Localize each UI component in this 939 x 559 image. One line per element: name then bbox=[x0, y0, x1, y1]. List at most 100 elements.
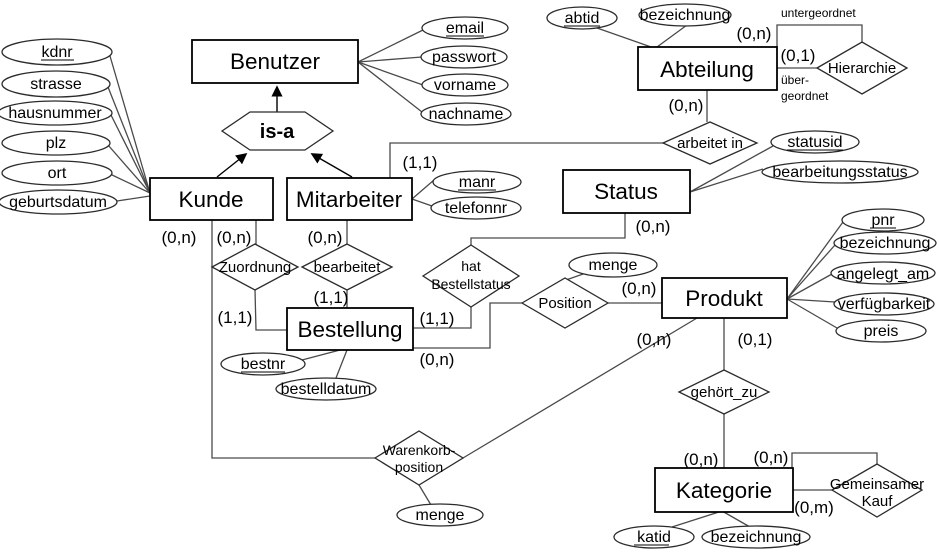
attribute-email bbox=[421, 16, 509, 40]
cardinality-kategorie-gehoert-zu: (0,n) bbox=[684, 450, 719, 469]
entity-abteilung bbox=[637, 46, 778, 91]
attribute-bestnr bbox=[220, 352, 306, 376]
edge-kunde-warenkorbposition bbox=[211, 220, 375, 459]
relationship-hierarchie bbox=[815, 41, 909, 95]
attribute-abteilung-bezeichnung bbox=[638, 3, 732, 27]
relationship-shapes bbox=[210, 41, 924, 518]
entity-kunde bbox=[149, 177, 274, 221]
edge-benutzer-email bbox=[357, 29, 424, 63]
cardinality-produkt-warenkorbposition: (0,n) bbox=[637, 330, 672, 349]
relationship-warenkorbposition-label-1: Warenkorb- bbox=[383, 442, 456, 458]
attribute-angelegt-am bbox=[830, 261, 936, 285]
attribute-manr bbox=[432, 170, 522, 194]
cardinality-bestellung-bearbeitet: (1,1) bbox=[314, 288, 349, 307]
role-uebergeordnet-label-2: geordnet bbox=[781, 89, 829, 103]
attribute-abtid-label: abtid bbox=[565, 10, 600, 27]
edge-bestellung-bestelldatum bbox=[335, 349, 348, 379]
attribute-kdnr bbox=[1, 38, 113, 66]
edge-mitarbeiter-telefonnr bbox=[411, 198, 433, 207]
relationship-hat-bestellstatus bbox=[421, 244, 521, 308]
attribute-statusid-label: statusid bbox=[787, 134, 842, 151]
edge-kunde-geburtsdatum bbox=[116, 195, 151, 202]
attribute-preis-label: preis bbox=[864, 323, 899, 340]
relationship-hierarchie-label: Hierarchie bbox=[828, 60, 896, 77]
relationship-gemeinsamer-kauf bbox=[830, 463, 924, 518]
edge-kunde-ort bbox=[109, 173, 151, 194]
relationship-is-a bbox=[220, 111, 335, 151]
relationship-gehoert-zu-label: gehört_zu bbox=[691, 384, 758, 401]
attribute-geburtsdatum-label: geburtsdatum bbox=[9, 194, 107, 211]
arrow-kunde-isa bbox=[216, 152, 248, 178]
entity-benutzer-label: Benutzer bbox=[230, 49, 321, 74]
cardinality-kunde-zuordnung: (0,n) bbox=[217, 228, 252, 247]
arrow-mitarbeiter-isa bbox=[310, 153, 353, 178]
entity-kunde-label: Kunde bbox=[178, 187, 243, 212]
entity-benutzer bbox=[191, 39, 359, 84]
cardinality-abteilung-arbeitet-in: (0,n) bbox=[669, 96, 704, 115]
relationship-warenkorbposition-label-2: position bbox=[395, 459, 443, 475]
attribute-edges bbox=[107, 24, 844, 528]
attribute-manr-label: manr bbox=[459, 174, 496, 191]
attribute-shapes bbox=[0, 3, 937, 549]
attribute-hausnummer-label: hausnummer bbox=[8, 105, 102, 122]
relationship-labels: is-a Hierarchie arbeitet in Zuordnung be… bbox=[219, 60, 924, 510]
relationship-arbeitet-in bbox=[661, 121, 759, 165]
attribute-passwort bbox=[420, 45, 508, 69]
attribute-bestelldatum-label: bestelldatum bbox=[281, 381, 372, 398]
edge-kunde-plz bbox=[107, 144, 151, 194]
attribute-email-label: email bbox=[446, 20, 484, 37]
entity-status-label: Status bbox=[594, 179, 658, 204]
edge-zuordnung-bestellung bbox=[254, 289, 287, 331]
cardinality-bestellung-hat-bestellstatus: (1,1) bbox=[420, 309, 455, 328]
relationship-gehoert-zu bbox=[677, 369, 771, 415]
attribute-bestelldatum bbox=[275, 377, 377, 401]
relationship-edges bbox=[211, 24, 878, 491]
key-underlines bbox=[41, 25, 896, 546]
entity-kategorie bbox=[654, 467, 794, 513]
attribute-position-menge-label: menge bbox=[589, 257, 638, 274]
attribute-preis bbox=[835, 319, 927, 343]
edge-arbeitetin-mitarbeiter bbox=[389, 142, 663, 178]
attribute-kategorie-bezeichnung-label: bezeichnung bbox=[711, 529, 802, 546]
edge-benutzer-vorname bbox=[357, 61, 424, 86]
entity-bestellung-label: Bestellung bbox=[297, 317, 402, 342]
edge-mitarbeiter-manr bbox=[411, 179, 435, 200]
edge-status-bearbeitungsstatus bbox=[689, 168, 764, 193]
edge-produkt-pnr bbox=[786, 221, 844, 300]
cardinality-mitarbeiter-arbeitet-in: (1,1) bbox=[403, 153, 438, 172]
edge-abteilung-abtid bbox=[596, 27, 652, 48]
attribute-passwort-label: passwort bbox=[432, 49, 497, 66]
isa-arrows bbox=[216, 85, 353, 178]
attribute-bestnr-label: bestnr bbox=[241, 356, 286, 373]
attribute-telefonnr-label: telefonnr bbox=[445, 200, 508, 217]
attribute-strasse-label: strasse bbox=[30, 76, 82, 93]
edge-kunde-kdnr bbox=[109, 55, 151, 194]
entity-mitarbeiter-label: Mitarbeiter bbox=[296, 187, 403, 212]
edge-status-hatbestellstatus bbox=[470, 213, 626, 245]
cardinality-kategorie-gemeinsamer-kauf-1: (0,n) bbox=[754, 448, 789, 467]
edge-warenkorbposition-produkt bbox=[462, 317, 698, 459]
entity-abteilung-label: Abteilung bbox=[660, 57, 754, 82]
attribute-pnr-label: pnr bbox=[871, 212, 895, 229]
attribute-nachname-label: nachname bbox=[429, 106, 504, 123]
attribute-geburtsdatum bbox=[0, 189, 118, 215]
entity-produkt bbox=[661, 277, 788, 319]
cardinality-abteilung-untergeordnet: (0,n) bbox=[737, 24, 772, 43]
edge-warenkorbposition-menge bbox=[418, 484, 432, 506]
entity-mitarbeiter bbox=[286, 177, 413, 221]
edge-kategorie-katid bbox=[671, 510, 723, 528]
relationship-hat-bestellstatus-label-2: Bestellstatus bbox=[431, 276, 510, 292]
edge-hatbestellstatus-bestellung bbox=[413, 307, 472, 329]
entity-kategorie-label: Kategorie bbox=[676, 478, 772, 503]
attribute-nachname bbox=[420, 102, 512, 126]
edge-produkt-bezeichnung bbox=[786, 244, 836, 300]
cardinality-kategorie-gemeinsamer-kauf-2: (0,m) bbox=[794, 498, 834, 517]
attribute-katid-label: katid bbox=[637, 529, 671, 546]
entity-bestellung bbox=[286, 307, 414, 351]
edge-produkt-preis bbox=[786, 298, 838, 329]
attribute-kategorie-bezeichnung bbox=[701, 525, 811, 549]
attribute-hausnummer bbox=[0, 100, 113, 126]
cardinality-status-hat-bestellstatus: (0,n) bbox=[636, 217, 671, 236]
attribute-plz bbox=[1, 130, 111, 156]
